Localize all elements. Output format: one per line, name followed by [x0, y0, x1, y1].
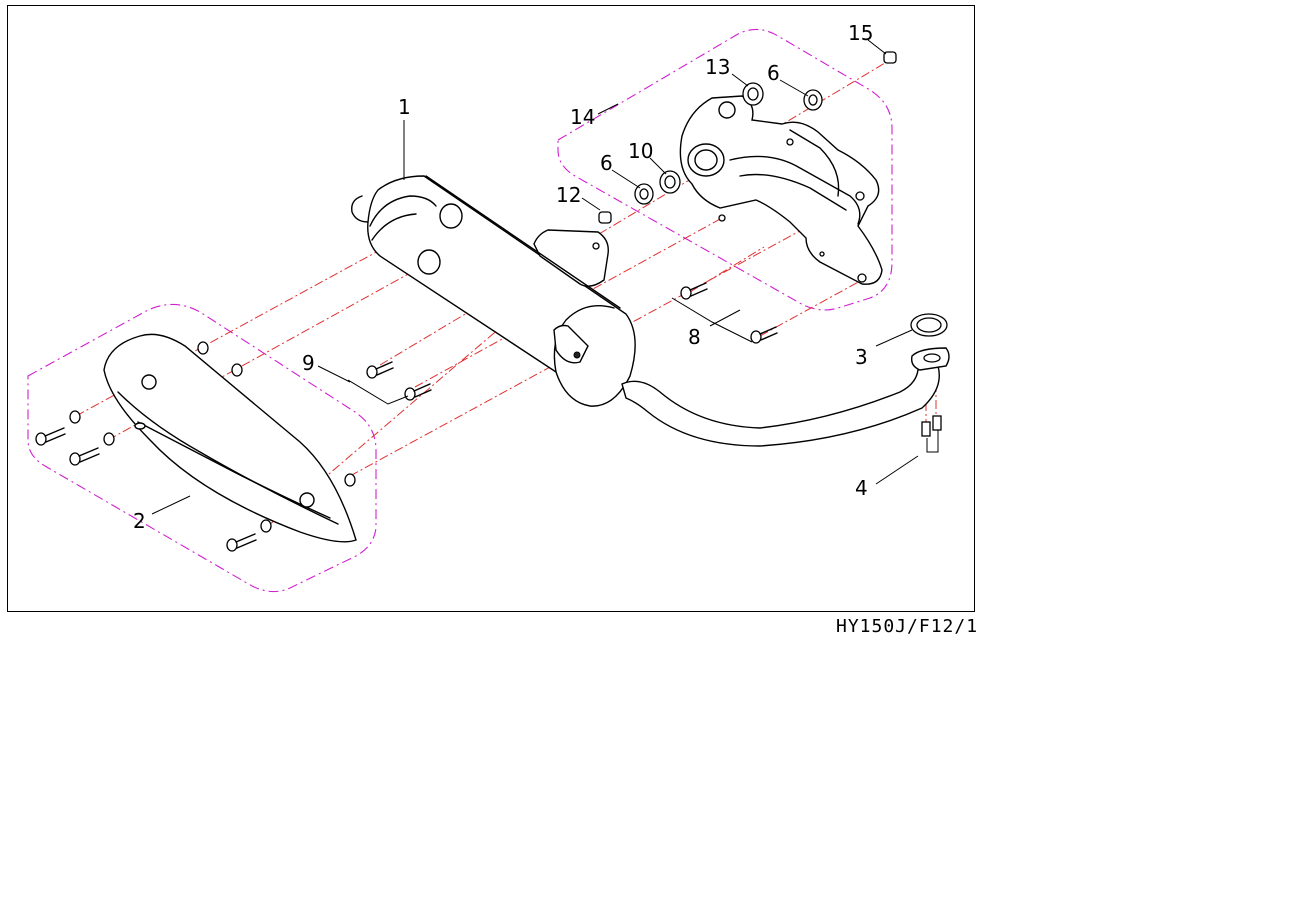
nut-15	[883, 51, 897, 64]
callout-9: 9	[302, 351, 315, 375]
collar-12	[598, 211, 612, 224]
callout-leaders	[151, 39, 919, 515]
callout-1: 1	[398, 95, 411, 119]
exhaust-pipe	[621, 347, 950, 447]
bushing-10	[659, 170, 681, 194]
drawing-code: HY150J/F12/1	[836, 616, 979, 637]
callout-3: 3	[855, 345, 868, 369]
callout-labels: 1 2 3 4 6 6 8 9 10 12 13 14 15	[133, 21, 873, 533]
bolt	[69, 447, 100, 466]
studs	[921, 415, 942, 453]
callout-2: 2	[133, 509, 146, 533]
bolts-9	[347, 361, 432, 405]
bracket-hardware	[598, 51, 897, 224]
bolt	[35, 427, 66, 446]
callout-12: 12	[556, 183, 581, 207]
mounting-bracket	[679, 95, 883, 285]
callout-4: 4	[855, 476, 868, 500]
callout-6-upper: 6	[767, 61, 780, 85]
bolt	[226, 533, 257, 552]
gasket	[910, 313, 948, 337]
diagram-frame	[7, 5, 975, 612]
heat-shield	[103, 333, 357, 543]
callout-14: 14	[570, 105, 595, 129]
callout-10: 10	[628, 139, 653, 163]
callout-8: 8	[688, 325, 701, 349]
washer-6-upper	[803, 89, 823, 111]
callout-15: 15	[848, 21, 873, 45]
callout-13: 13	[705, 55, 730, 79]
group-outline-bracket	[557, 28, 893, 311]
bushing-13	[742, 82, 764, 106]
bolts-8	[671, 282, 778, 344]
muffler	[351, 175, 636, 407]
washer-6-lower	[634, 183, 654, 205]
group-outline-heat-shield	[27, 303, 377, 593]
heat-shield-hardware	[35, 341, 356, 552]
callout-6-lower: 6	[600, 151, 613, 175]
